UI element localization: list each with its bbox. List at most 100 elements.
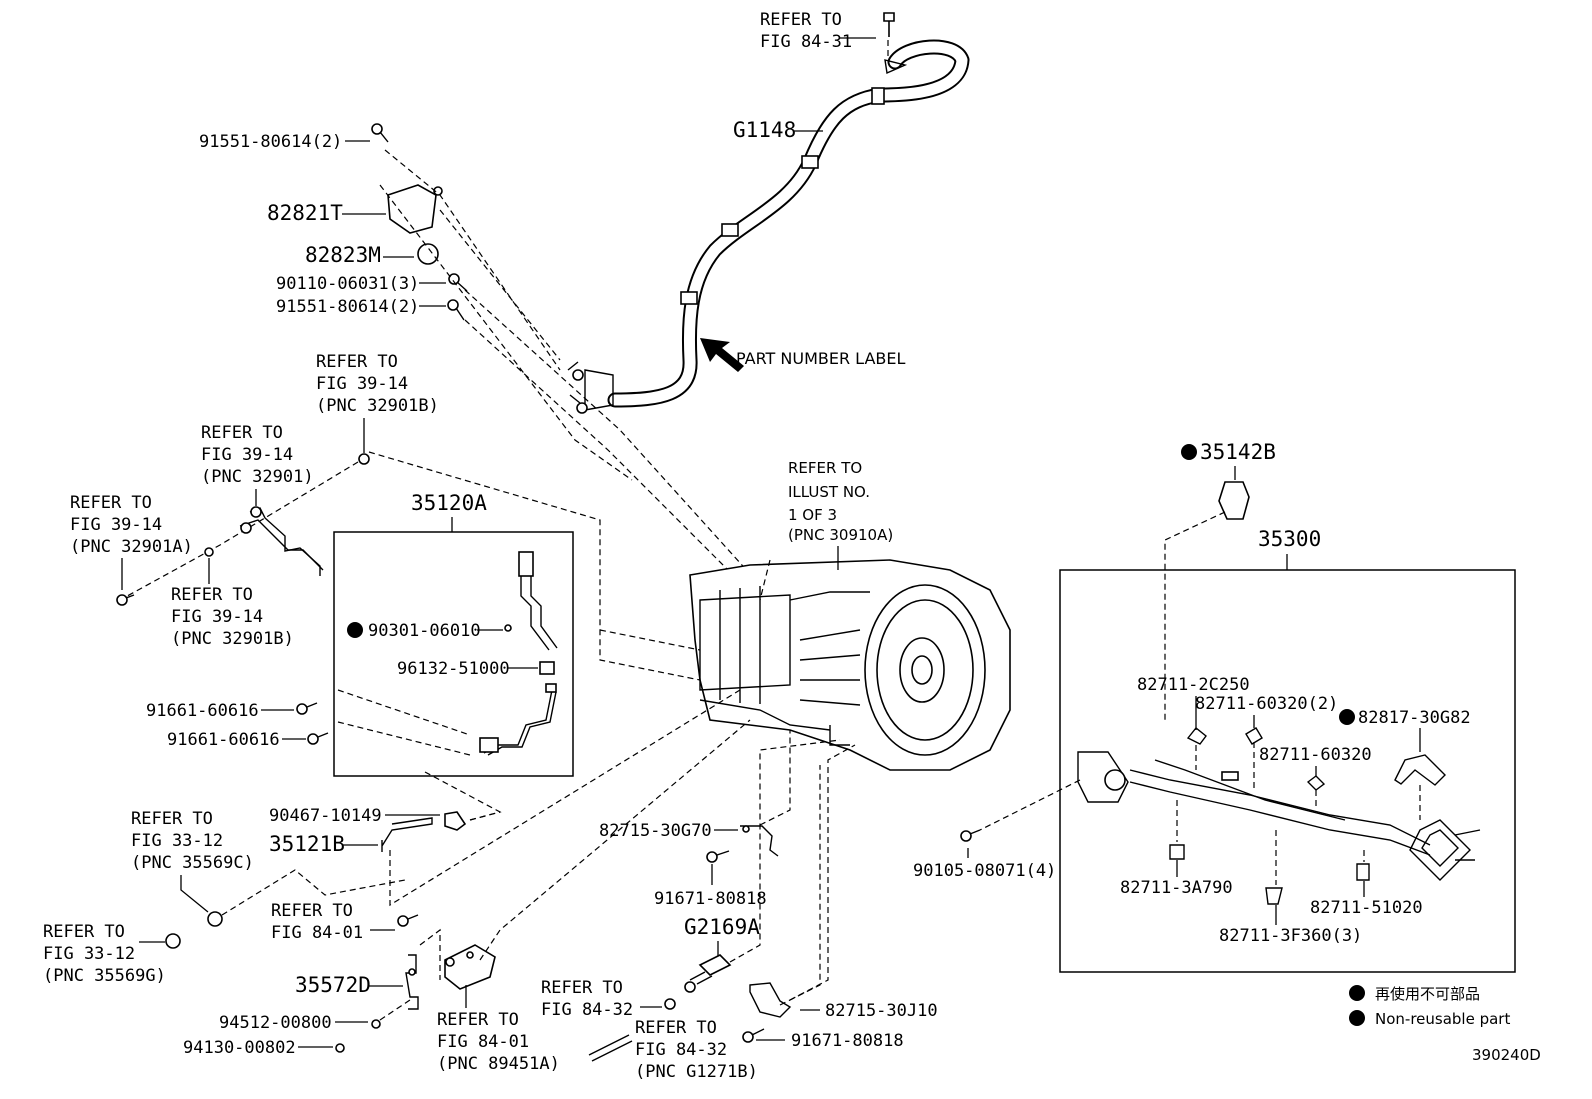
label-96132: 96132-51000 [397,659,510,679]
grommet-icon [207,911,223,927]
bolt-icon [371,123,389,143]
ref-3914-b2-line2: FIG 39-14 [171,607,263,627]
bolt-icon [296,702,318,715]
wire-harness-icon [1077,751,1481,881]
ref-illust-line4: (PNC 30910A) [788,526,893,544]
ref-8401b-line3: (PNC 89451A) [437,1054,560,1074]
label-82715-30g70: 82715-30G70 [599,821,712,841]
label-82823m: 82823M [305,243,381,267]
clamp-icon [1245,727,1263,745]
ref-3914-b1-line2: FIG 39-14 [316,374,408,394]
bracket-icon [749,982,792,1018]
label-35121b: 35121B [269,832,345,856]
label-82715-30j10: 82715-30J10 [825,1001,938,1021]
ref-8401a-line2: FIG 84-01 [271,923,363,943]
figure-id: 390240D [1472,1046,1541,1064]
clip-icon [1394,754,1446,786]
label-82711-3f360: 82711-3F360(3) [1219,926,1362,946]
label-82711-51020: 82711-51020 [1310,898,1423,918]
ref-8432b-line1: REFER TO [635,1018,717,1038]
label-82711-60320: 82711-60320 [1259,745,1372,765]
label-35120a: 35120A [411,491,487,515]
label-g1148: G1148 [733,118,796,142]
ref-8401a-line1: REFER TO [271,901,353,921]
label-90105: 90105-08071(4) [913,861,1056,881]
gasket-icon [1218,481,1250,520]
ref-8432a-line2: FIG 84-32 [541,1000,633,1020]
nut-icon [204,547,214,557]
ref-8401b-line2: FIG 84-01 [437,1032,529,1052]
bolt-icon [706,850,730,863]
legend-en: Non-reusable part [1375,1010,1510,1028]
ref-3914-b1-line1: REFER TO [316,352,398,372]
ref-3914-b1-line3: (PNC 32901B) [316,396,439,416]
bolt-icon [960,829,981,842]
clamp-icon [1356,863,1370,881]
ref-3312c-line2: FIG 33-12 [131,831,223,851]
ref-3312c-line3: (PNC 35569C) [131,853,254,873]
position-switch-icon [444,944,496,990]
ref-3914-b2-line1: REFER TO [171,585,253,605]
label-94130: 94130-00802 [183,1038,296,1058]
nut-icon [358,453,370,465]
fitting-icon [684,954,732,993]
refer-84-31-line2: FIG 84-31 [760,32,852,52]
non-reusable-mark-icon [347,622,363,638]
legend-mark-jp-icon [1349,985,1365,1001]
clamp-icon [1169,844,1185,860]
bolt-icon [397,914,419,927]
grommet-icon [417,243,439,265]
label-part-number: PART NUMBER LABEL [736,349,905,368]
nut-icon [335,1043,345,1053]
label-91661-a: 91661-60616 [146,701,259,721]
bracket-82821t-icon [387,184,443,234]
box-35120a [333,531,574,777]
ref-8432a-line1: REFER TO [541,978,623,998]
washer-icon [371,1019,381,1029]
ref-3914-a-line1: REFER TO [70,493,152,513]
bracket-icon [740,825,779,857]
ref-3914-a-line2: FIG 39-14 [70,515,162,535]
ref-8432b-line3: (PNC G1271B) [635,1062,758,1082]
ref-8432b-line2: FIG 84-32 [635,1040,727,1060]
box-35300 [1059,569,1516,973]
clamp-icon [664,998,676,1010]
hose-g1148 [567,39,970,414]
ref-3312g-line2: FIG 33-12 [43,944,135,964]
part-number-arrow-icon [700,338,744,372]
non-reusable-mark-icon [1181,444,1197,460]
label-35300: 35300 [1258,527,1321,551]
label-82817: 82817-30G82 [1358,708,1471,728]
top-bolt-icon [883,12,908,75]
ref-3914-n-line3: (PNC 32901) [201,467,314,487]
ref-8401b-line1: REFER TO [437,1010,519,1030]
non-reusable-mark-icon [1339,709,1355,725]
bolt-icon [116,594,135,606]
label-90467: 90467-10149 [269,806,382,826]
label-91551-top: 91551-80614(2) [199,132,342,152]
bolt-icon [447,299,465,321]
ref-illust-line3: 1 OF 3 [788,506,837,524]
legend-mark-en-icon [1349,1010,1365,1026]
transmission-icon [689,559,1011,771]
label-91671-a: 91671-80818 [654,889,767,909]
refer-84-31-line1: REFER TO [760,10,842,30]
ref-3914-a-line3: (PNC 32901A) [70,537,193,557]
clip-icon [444,811,467,831]
label-91671-b: 91671-80818 [791,1031,904,1051]
bracket-35572d-icon [405,954,419,1010]
hose-g1271b-icon [588,1034,633,1062]
bolt-icon [742,1028,765,1043]
connector-icon [539,661,555,675]
clamp-icon [1186,727,1207,745]
pipe-icon [381,817,433,852]
label-82711-2c250: 82711-2C250 [1137,675,1250,695]
clamp-icon [1306,775,1326,791]
legend-jp: 再使用不可部品 [1375,985,1480,1003]
label-82821t: 82821T [267,201,343,225]
ref-3312g-line1: REFER TO [43,922,125,942]
harness-sensor-icon [479,683,557,756]
ref-3312g-line3: (PNC 35569G) [43,966,166,986]
label-82711-60320-2: 82711-60320(2) [1195,694,1338,714]
